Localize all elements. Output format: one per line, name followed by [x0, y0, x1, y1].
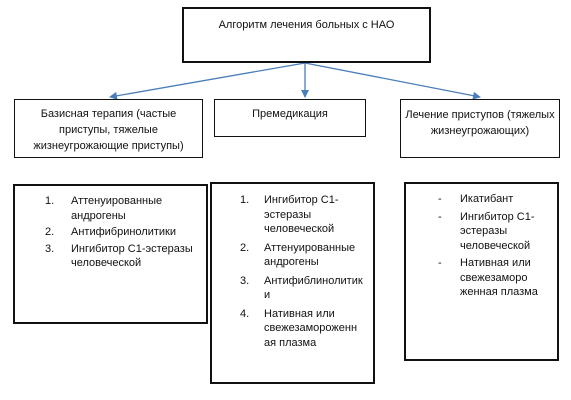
list-marker: 2. — [45, 226, 55, 238]
algorithm-title-box: Алгоритм лечения больных с НАО — [182, 7, 431, 63]
attack-treatment-list-box: - Икатибант - Ингибитор С1-эстеразы челове… — [404, 182, 559, 361]
list-item-text: Аттенуированные андрогены — [71, 195, 163, 222]
list-item: - Нативная или свежезаморо женная плазма — [438, 256, 556, 300]
list-item-text: Ингибитор С1-эстеразы человеческой — [264, 194, 339, 235]
attack-treatment-list: - Икатибант - Ингибитор С1-эстеразы челове… — [438, 192, 556, 303]
list-item-text: Ингибитор С1-эстеразы человеческой — [460, 210, 535, 252]
list-marker: 4. — [240, 307, 250, 320]
list-item: 3. Антифиблинолитик и — [240, 274, 370, 303]
basic-therapy-header: Базисная терапия (частые приступы, тяжел… — [33, 108, 184, 152]
list-item: 3. Ингибитор С1-эстеразы человеческой — [45, 242, 207, 271]
list-marker: - — [438, 210, 442, 223]
list-item: 2. Антифибринолитики — [45, 225, 207, 240]
attack-treatment-header-box: Лечение приступов (тяжелых жизнеугрожающ… — [400, 99, 560, 158]
premedication-list: 1. Ингибитор С1-эстеразы человеческой 2. А… — [240, 193, 370, 354]
list-marker: 2. — [240, 241, 250, 254]
basic-therapy-header-box: Базисная терапия (частые приступы, тяжел… — [14, 99, 203, 158]
list-item-text: Антифиблинолитик и — [264, 274, 363, 302]
list-item-text: Нативная или свежезамороженн ая плазма — [264, 307, 358, 349]
premedication-header: Премедикация — [252, 108, 328, 120]
list-item-text: Икатибант — [460, 193, 514, 205]
list-item: - Икатибант — [438, 192, 556, 207]
list-marker: 3. — [45, 242, 55, 255]
list-marker: 3. — [240, 274, 250, 287]
list-item: 2. Аттенуированные андрогены — [240, 241, 370, 270]
premedication-list-box: 1. Ингибитор С1-эстеразы человеческой 2. А… — [210, 182, 375, 384]
list-marker: - — [438, 193, 442, 205]
list-item-text: Антифибринолитики — [71, 226, 177, 238]
list-item-text: Нативная или свежезаморо женная плазма — [460, 257, 538, 298]
premedication-header-box: Премедикация — [214, 99, 366, 137]
list-item: 4. Нативная или свежезамороженн ая плазма — [240, 307, 370, 351]
list-marker: 1. — [45, 195, 55, 207]
list-item-text: Ингибитор С1-эстеразы человеческой — [71, 242, 193, 270]
list-marker: - — [438, 257, 442, 269]
list-item: 1. Ингибитор С1-эстеразы человеческой — [240, 193, 370, 237]
list-item-text: Аттенуированные андрогены — [264, 241, 356, 269]
algorithm-title: Алгоритм лечения больных с НАО — [218, 19, 395, 31]
arrow-to-basic-therapy — [109, 62, 306, 100]
list-item: 1. Аттенуированные андрогены — [45, 194, 207, 223]
basic-therapy-list: 1. Аттенуированные андрогены 2. Антифибрин… — [45, 194, 207, 273]
basic-therapy-list-box: 1. Аттенуированные андрогены 2. Антифибрин… — [13, 184, 208, 324]
list-item: - Ингибитор С1-эстеразы человеческой — [438, 210, 556, 254]
attack-treatment-header: Лечение приступов (тяжелых жизнеугрожающ… — [405, 109, 555, 137]
arrow-to-attack-treatment — [304, 62, 481, 100]
list-marker: 1. — [240, 194, 250, 206]
